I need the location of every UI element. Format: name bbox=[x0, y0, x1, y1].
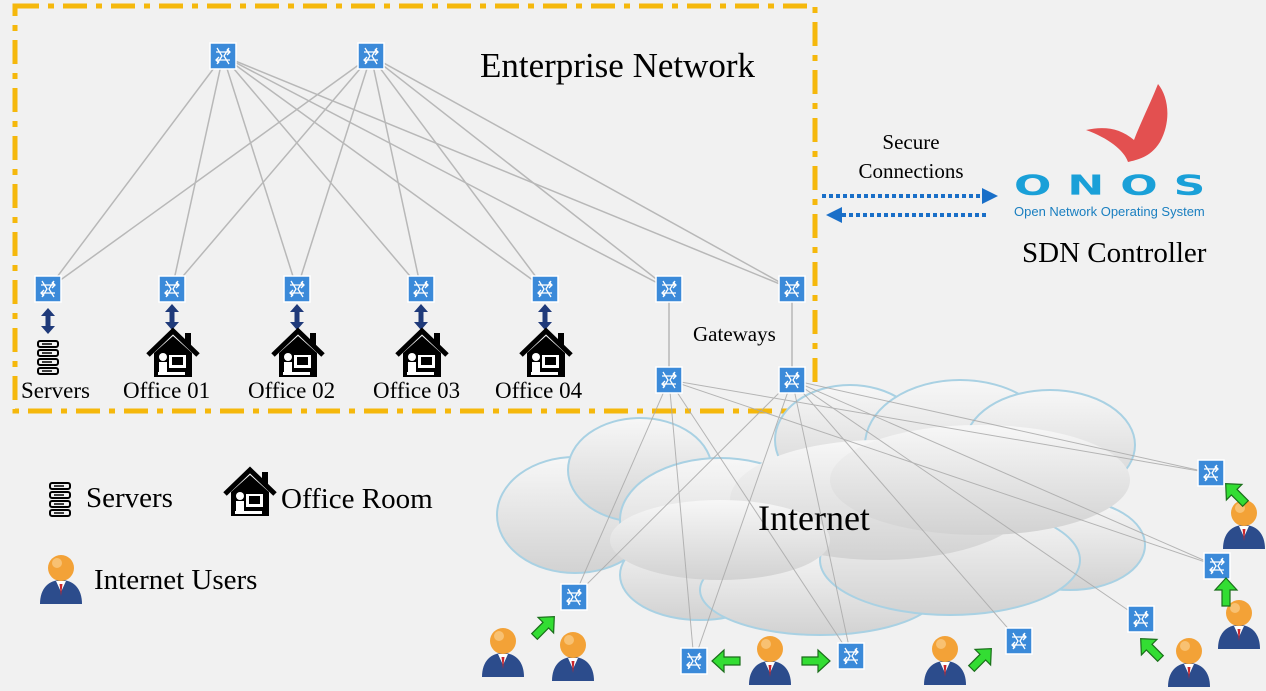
sdn-controller-label: SDN Controller bbox=[1022, 237, 1207, 269]
switch-icon bbox=[283, 275, 311, 303]
user-icon bbox=[482, 628, 524, 677]
switch-icon bbox=[1127, 605, 1155, 633]
server-rack-icon bbox=[37, 340, 59, 375]
switch-icon bbox=[357, 42, 385, 70]
office-house-icon bbox=[148, 331, 198, 377]
legend-user-icon bbox=[40, 555, 82, 604]
switch-icon bbox=[680, 647, 708, 675]
double-arrow-icon bbox=[414, 304, 428, 330]
secure-connections-label: Secure Connections bbox=[858, 130, 964, 183]
switch-icon bbox=[531, 275, 559, 303]
legend-servers-label: Servers bbox=[86, 482, 173, 514]
switch-icon bbox=[778, 366, 806, 394]
office-house-icon bbox=[397, 331, 447, 377]
switch-icon bbox=[158, 275, 186, 303]
switch-icon bbox=[655, 275, 683, 303]
switch-icon bbox=[778, 275, 806, 303]
user-icon bbox=[1168, 638, 1210, 687]
green-arrow-icon bbox=[801, 649, 831, 673]
user-icon bbox=[924, 636, 966, 685]
gateways-label: Gateways bbox=[693, 322, 776, 346]
legend-server-icon bbox=[49, 482, 71, 517]
user-icon bbox=[552, 632, 594, 681]
switch-icon bbox=[34, 275, 62, 303]
access-switches bbox=[34, 275, 806, 303]
office-04-label: Office 04 bbox=[495, 378, 583, 403]
double-arrow-icon bbox=[290, 304, 304, 330]
switch-icon bbox=[1197, 459, 1225, 487]
onos-subtitle: Open Network Operating System bbox=[1014, 204, 1205, 219]
switch-icon bbox=[560, 583, 588, 611]
onos-logo: ONOS Open Network Operating System bbox=[1014, 172, 1230, 219]
switch-icon bbox=[1203, 552, 1231, 580]
green-arrow-icon bbox=[1132, 630, 1169, 667]
core-switches bbox=[209, 42, 385, 70]
secure-connection-arrows bbox=[822, 188, 998, 223]
user-icon bbox=[1223, 500, 1265, 549]
legend-office-icon bbox=[225, 470, 275, 516]
office-house-icon bbox=[521, 331, 571, 377]
switch-icon bbox=[407, 275, 435, 303]
gateway-switches bbox=[655, 366, 806, 394]
office-01-label: Office 01 bbox=[123, 378, 211, 403]
enterprise-network-title: Enterprise Network bbox=[480, 46, 756, 85]
double-arrow-icon bbox=[538, 304, 552, 330]
legend-internet-users-label: Internet Users bbox=[94, 564, 258, 596]
user-icon bbox=[1218, 600, 1260, 649]
switch-icon bbox=[209, 42, 237, 70]
onos-wordmark: ONOS bbox=[1014, 169, 1222, 202]
switch-icon bbox=[1005, 627, 1033, 655]
legend-office-room-label: Office Room bbox=[281, 483, 433, 515]
onos-bird-icon bbox=[1086, 84, 1168, 162]
enterprise-links bbox=[47, 55, 793, 380]
enterprise-border bbox=[12, 3, 818, 414]
green-arrow-icon bbox=[711, 649, 741, 673]
green-arrow-icon bbox=[963, 640, 1000, 677]
office-house-icon bbox=[273, 331, 323, 377]
internet-links bbox=[573, 379, 1218, 662]
servers-label: Servers bbox=[21, 378, 90, 403]
double-arrow-icon bbox=[165, 304, 179, 330]
switch-icon bbox=[837, 642, 865, 670]
double-arrow-icon bbox=[41, 308, 55, 334]
office-03-label: Office 03 bbox=[373, 378, 461, 403]
user-icon bbox=[749, 636, 791, 685]
switch-icon bbox=[655, 366, 683, 394]
office-02-label: Office 02 bbox=[248, 378, 336, 403]
green-arrow-icon bbox=[526, 608, 563, 645]
internet-label: Internet bbox=[758, 498, 870, 538]
